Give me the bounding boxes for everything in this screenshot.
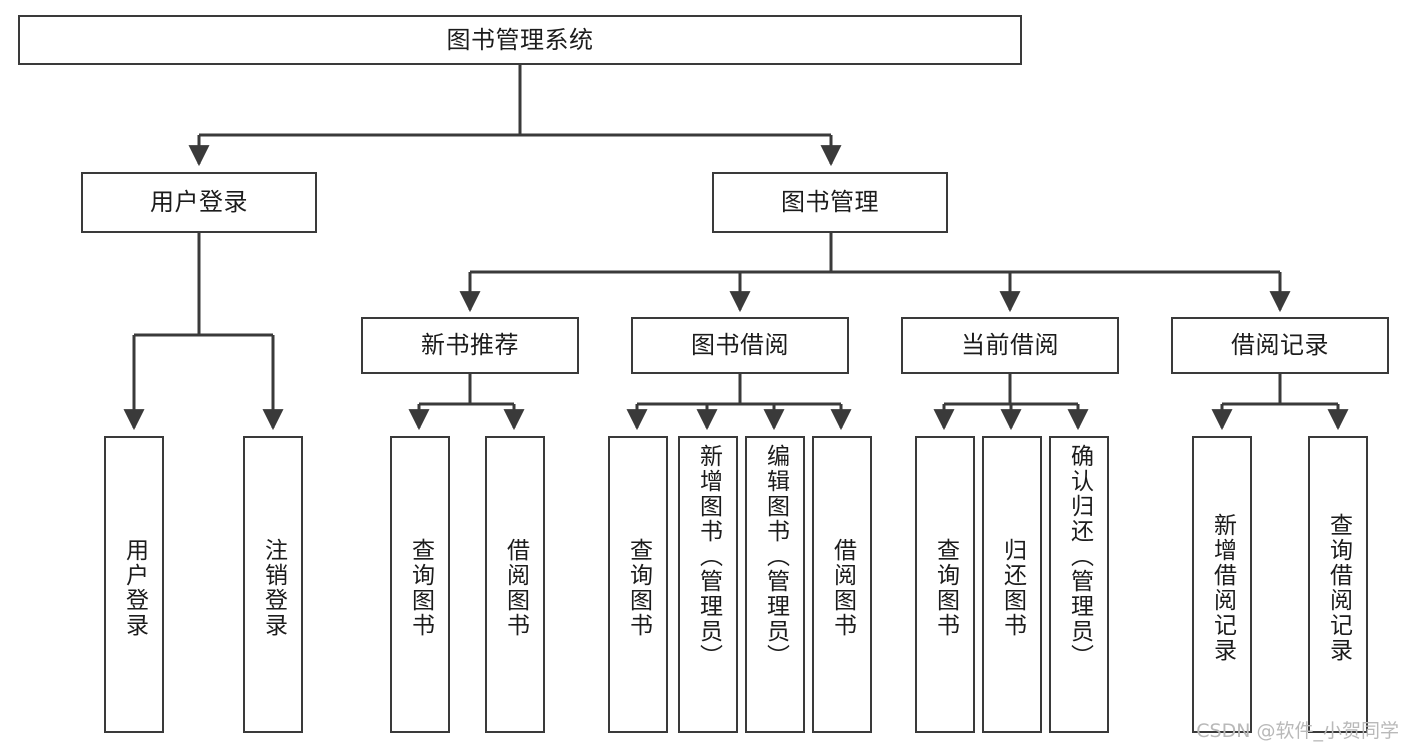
- node-leaf-query-book-3[interactable]: 查询图书: [915, 436, 975, 733]
- node-leaf-add-book-label: 新增图书（管理员）: [695, 444, 722, 669]
- node-leaf-borrow-book-1[interactable]: 借阅图书: [485, 436, 545, 733]
- node-current-borrow[interactable]: 当前借阅: [901, 317, 1119, 374]
- node-leaf-edit-book[interactable]: 编辑图书（管理员）: [745, 436, 805, 733]
- node-leaf-user-login[interactable]: 用户登录: [104, 436, 164, 733]
- node-leaf-confirm-return-label: 确认归还（管理员）: [1066, 444, 1093, 669]
- node-current-borrow-label: 当前借阅: [961, 331, 1059, 360]
- node-leaf-return-book[interactable]: 归还图书: [982, 436, 1042, 733]
- node-borrow-record[interactable]: 借阅记录: [1171, 317, 1389, 374]
- node-leaf-query-book-3-label: 查询图书: [932, 537, 959, 638]
- node-leaf-borrow-book-1-label: 借阅图书: [502, 537, 529, 638]
- node-leaf-confirm-return[interactable]: 确认归还（管理员）: [1049, 436, 1109, 733]
- node-book-manage[interactable]: 图书管理: [712, 172, 948, 233]
- node-leaf-add-record-label: 新增借阅记录: [1209, 512, 1236, 663]
- node-leaf-query-book-1-label: 查询图书: [407, 537, 434, 638]
- node-user-login[interactable]: 用户登录: [81, 172, 317, 233]
- node-book-borrow-label: 图书借阅: [691, 331, 789, 360]
- node-leaf-edit-book-label: 编辑图书（管理员）: [762, 444, 789, 669]
- node-leaf-user-login-label: 用户登录: [121, 537, 148, 638]
- node-root[interactable]: 图书管理系统: [18, 15, 1022, 65]
- node-book-manage-label: 图书管理: [781, 188, 879, 217]
- node-book-borrow[interactable]: 图书借阅: [631, 317, 849, 374]
- node-new-book-recommend-label: 新书推荐: [421, 331, 519, 360]
- node-leaf-query-book-2-label: 查询图书: [625, 537, 652, 638]
- node-leaf-borrow-book-2[interactable]: 借阅图书: [812, 436, 872, 733]
- node-leaf-query-record[interactable]: 查询借阅记录: [1308, 436, 1368, 733]
- node-root-label: 图书管理系统: [446, 25, 594, 54]
- csdn-watermark: CSDN @软件_小贺同学: [1196, 720, 1399, 742]
- node-leaf-query-record-label: 查询借阅记录: [1325, 512, 1352, 663]
- node-leaf-logout-login[interactable]: 注销登录: [243, 436, 303, 733]
- node-leaf-borrow-book-2-label: 借阅图书: [829, 537, 856, 638]
- node-new-book-recommend[interactable]: 新书推荐: [361, 317, 579, 374]
- node-leaf-add-book[interactable]: 新增图书（管理员）: [678, 436, 738, 733]
- node-leaf-return-book-label: 归还图书: [999, 537, 1026, 638]
- node-user-login-label: 用户登录: [150, 188, 248, 217]
- node-leaf-add-record[interactable]: 新增借阅记录: [1192, 436, 1252, 733]
- node-leaf-query-book-1[interactable]: 查询图书: [390, 436, 450, 733]
- node-borrow-record-label: 借阅记录: [1231, 331, 1329, 360]
- node-leaf-query-book-2[interactable]: 查询图书: [608, 436, 668, 733]
- node-leaf-logout-login-label: 注销登录: [260, 537, 287, 638]
